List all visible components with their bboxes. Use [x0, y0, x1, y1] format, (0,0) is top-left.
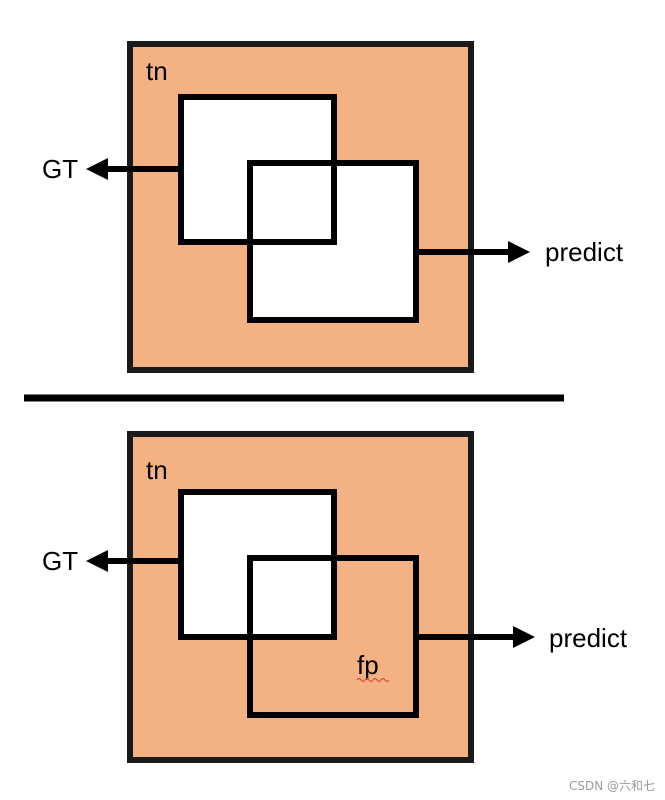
bottom-gt-box: [178, 489, 337, 640]
top-predict-arrow: [416, 241, 530, 263]
top-gt-arrow: [86, 158, 181, 180]
bottom-predict-arrow: [416, 626, 535, 648]
watermark-text: CSDN @六和七: [568, 779, 655, 793]
top-predict-label: predict: [545, 237, 624, 267]
top-predict-outline: [247, 160, 419, 323]
bottom-gt-label: GT: [42, 546, 78, 576]
top-gt-box: [178, 94, 337, 245]
bottom-fp-label: fp: [357, 650, 379, 680]
top-panel: tn GT predict: [42, 41, 624, 373]
fp-spellcheck-underline: [356, 678, 390, 682]
bottom-gt-arrow: [86, 550, 181, 572]
bottom-tn-label: tn: [146, 455, 168, 485]
bottom-panel: tn GT predict fp: [42, 431, 628, 763]
top-tn-label: tn: [146, 56, 168, 86]
bottom-predict-label: predict: [549, 623, 628, 653]
top-gt-label: GT: [42, 154, 78, 184]
